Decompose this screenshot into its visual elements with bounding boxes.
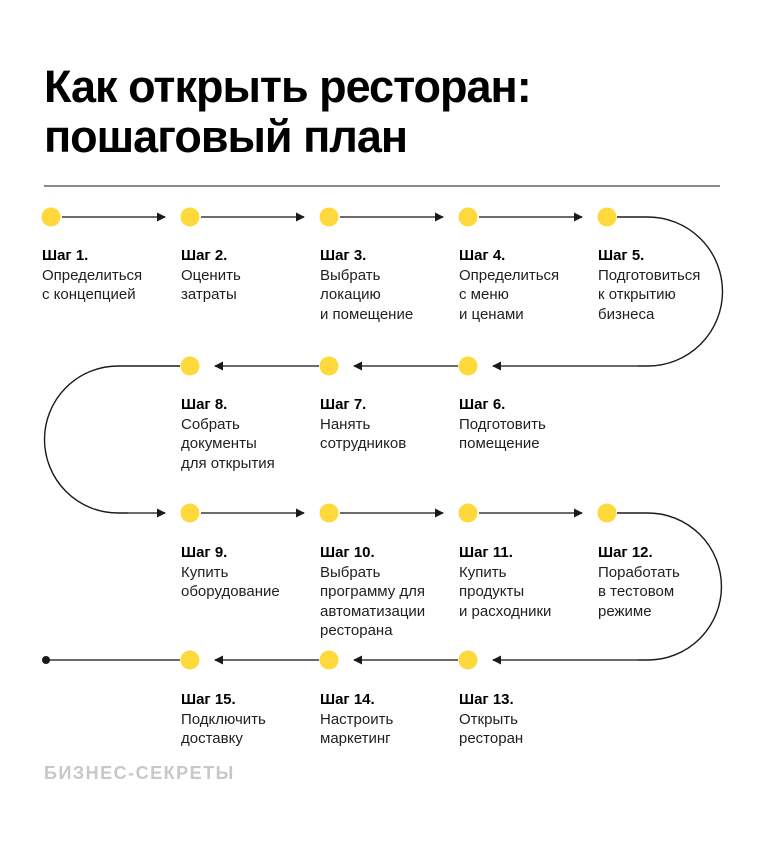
page-title: Как открыть ресторан: пошаговый план <box>44 61 532 163</box>
step-item: Шаг 8. Собрать документы для открытия <box>181 395 317 473</box>
step-item: Шаг 12. Поработать в тестовом режиме <box>598 543 734 621</box>
step-dot <box>319 356 339 376</box>
step-dot <box>458 356 478 376</box>
step-dot <box>597 503 617 523</box>
step-title: Шаг 7. <box>320 396 367 413</box>
step-item: Шаг 3. Выбрать локацию и помещение <box>320 246 456 324</box>
step-item: Шаг 11. Купить продукты и расходники <box>459 543 595 621</box>
u-turn-curve-left <box>43 365 180 514</box>
step-title: Шаг 6. <box>459 396 506 413</box>
step-description: Оценить затраты <box>181 266 241 304</box>
step-title: Шаг 2. <box>181 247 228 264</box>
step-item: Шаг 14. Настроить маркетинг <box>320 690 456 749</box>
step-item: Шаг 9. Купить оборудование <box>181 543 317 602</box>
step-dot <box>319 650 339 670</box>
step-dot <box>180 650 200 670</box>
step-title: Шаг 4. <box>459 247 506 264</box>
step-item: Шаг 7. Нанять сотрудников <box>320 395 456 454</box>
divider <box>44 185 720 187</box>
step-description: Подключить доставку <box>181 710 266 748</box>
end-dot <box>42 656 50 664</box>
step-dot <box>180 356 200 376</box>
step-description: Открыть ресторан <box>459 710 524 748</box>
step-description: Собрать документы для открытия <box>181 415 275 472</box>
step-title: Шаг 8. <box>181 396 228 413</box>
step-title: Шаг 9. <box>181 544 228 561</box>
step-description: Подготовить помещение <box>459 415 546 453</box>
step-dot <box>319 503 339 523</box>
brand-logo: БИЗНЕС-СЕКРЕТЫ <box>44 763 235 783</box>
step-item: Шаг 4. Определиться с меню и ценами <box>459 246 595 324</box>
step-description: Настроить маркетинг <box>320 710 394 748</box>
step-title: Шаг 15. <box>181 691 236 708</box>
step-dot <box>180 207 200 227</box>
step-description: Выбрать локацию и помещение <box>320 266 414 323</box>
step-dot <box>319 207 339 227</box>
step-item: Шаг 15. Подключить доставку <box>181 690 317 749</box>
step-title: Шаг 10. <box>320 544 375 561</box>
step-description: Определиться с меню и ценами <box>459 266 560 323</box>
step-item: Шаг 1. Определиться с концепцией <box>42 246 178 305</box>
step-dot <box>597 207 617 227</box>
step-title: Шаг 1. <box>42 247 89 264</box>
step-item: Шаг 2. Оценить затраты <box>181 246 317 305</box>
step-item: Шаг 13. Открыть ресторан <box>459 690 595 749</box>
step-dot <box>41 207 61 227</box>
step-item: Шаг 5. Подготовиться к открытию бизнеса <box>598 246 734 324</box>
step-description: Нанять сотрудников <box>320 415 407 453</box>
step-description: Купить оборудование <box>181 563 280 601</box>
step-dot <box>458 650 478 670</box>
step-description: Определиться с концепцией <box>42 266 143 304</box>
step-title: Шаг 13. <box>459 691 514 708</box>
step-description: Купить продукты и расходники <box>459 563 552 620</box>
step-dot <box>180 503 200 523</box>
step-title: Шаг 11. <box>459 544 513 561</box>
step-item: Шаг 10. Выбрать программу для автоматиза… <box>320 543 456 641</box>
step-dot <box>458 503 478 523</box>
step-description: Поработать в тестовом режиме <box>598 563 680 620</box>
step-title: Шаг 5. <box>598 247 645 264</box>
step-title: Шаг 14. <box>320 691 375 708</box>
step-description: Выбрать программу для автоматизации рест… <box>320 563 426 640</box>
step-title: Шаг 3. <box>320 247 367 264</box>
step-dot <box>458 207 478 227</box>
step-item: Шаг 6. Подготовить помещение <box>459 395 595 454</box>
step-title: Шаг 12. <box>598 544 653 561</box>
step-description: Подготовиться к открытию бизнеса <box>598 266 701 323</box>
